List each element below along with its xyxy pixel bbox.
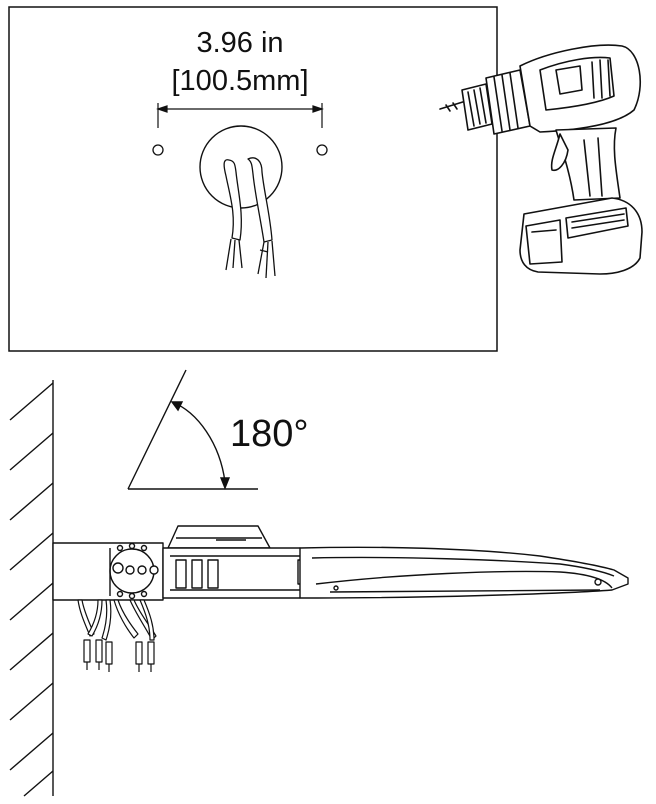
angle-label: 180° bbox=[230, 413, 309, 455]
screw-hole-left bbox=[152, 144, 164, 156]
dimension-millimeters: [100.5mm] bbox=[172, 65, 309, 97]
wall bbox=[9, 380, 54, 797]
tilt-angle-indicator bbox=[127, 369, 258, 490]
dimension-inches: 3.96 in bbox=[196, 27, 283, 59]
screw-hole-right bbox=[316, 144, 328, 156]
fixture-wires bbox=[77, 599, 157, 672]
power-drill-icon bbox=[439, 44, 643, 275]
wire-bundle bbox=[223, 157, 276, 279]
mounting-hole-panel: 3.96 in [100.5mm] bbox=[8, 6, 498, 352]
dimension-line bbox=[156, 103, 324, 128]
street-light-fixture bbox=[52, 525, 629, 601]
wire-hole bbox=[199, 125, 283, 209]
